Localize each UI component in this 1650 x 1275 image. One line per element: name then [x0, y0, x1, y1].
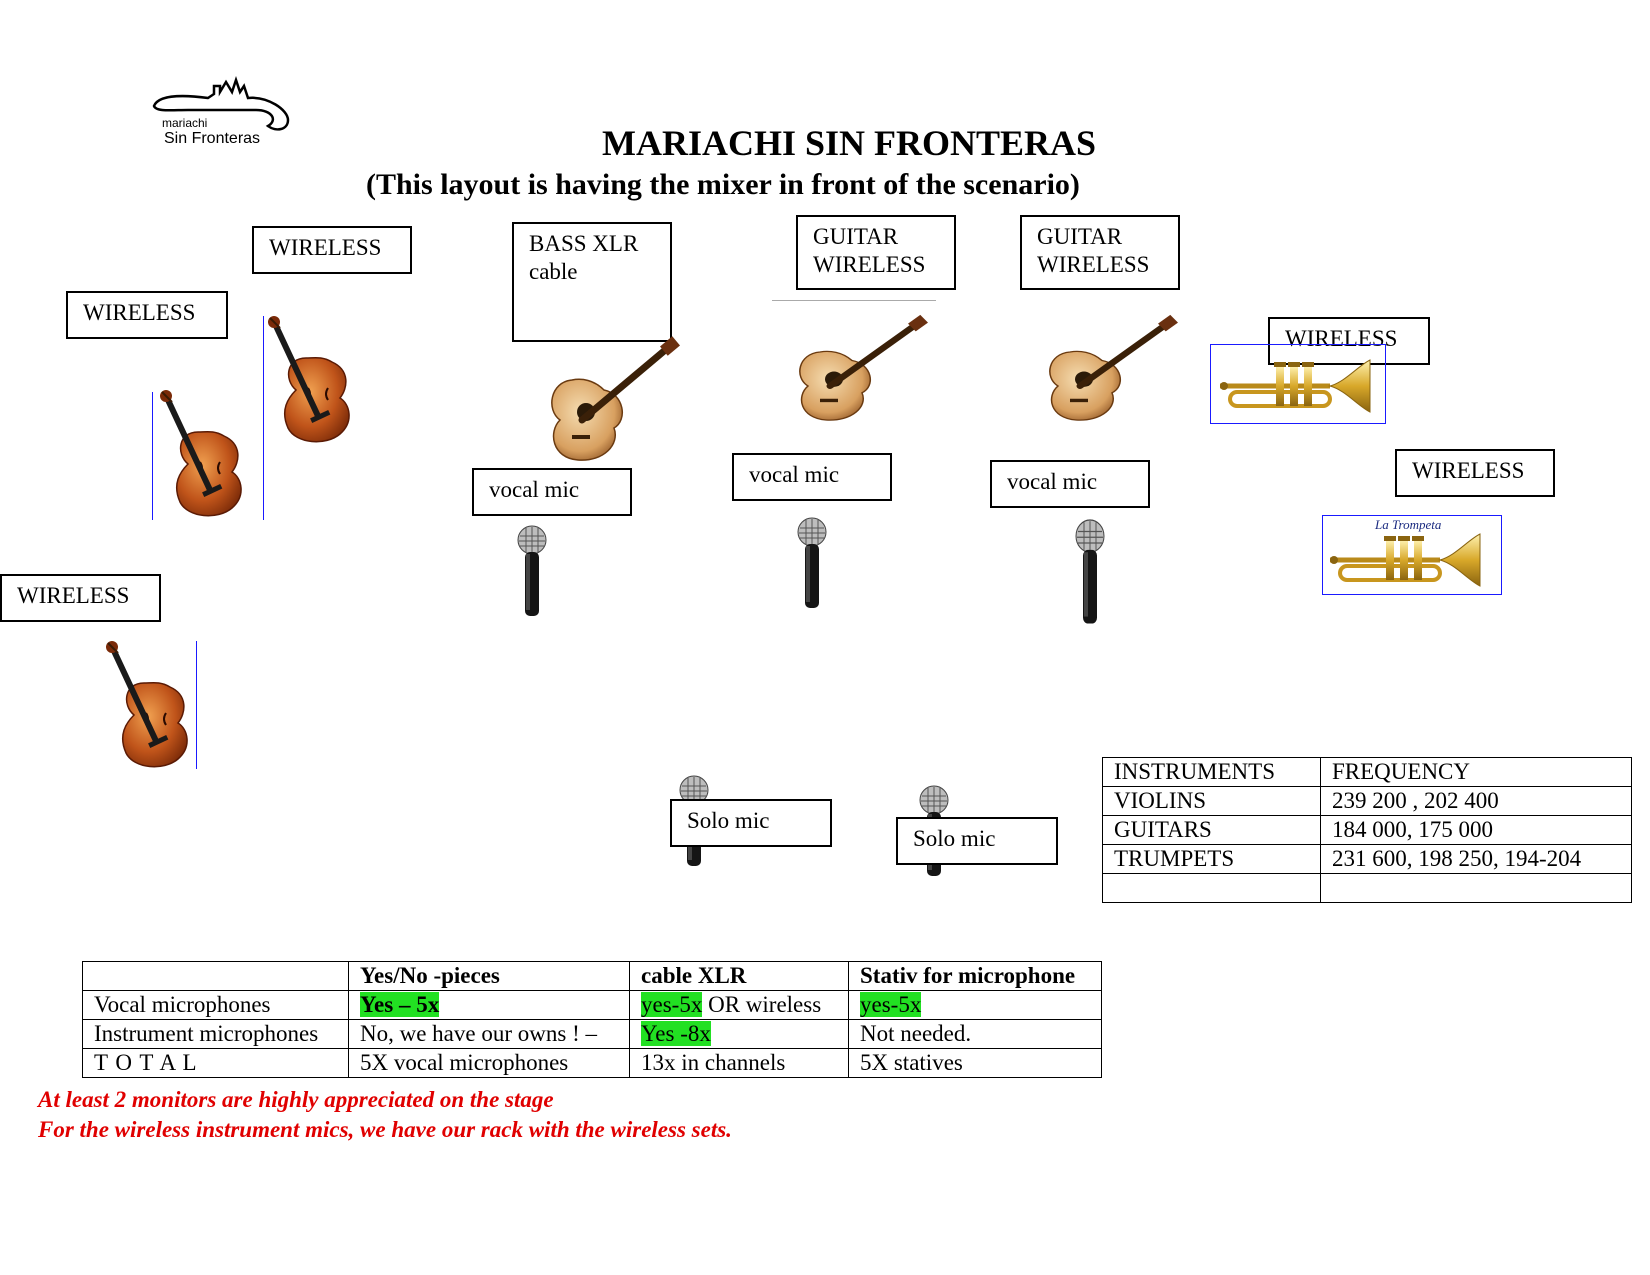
label-solo-mic-1: Solo mic	[670, 799, 832, 847]
trumpet-icon	[1330, 530, 1485, 590]
highlighted-value: yes-5x	[641, 992, 703, 1017]
table-row: TRUMPETS 231 600, 198 250, 194-204	[1102, 844, 1632, 874]
table-cell	[1102, 873, 1321, 903]
label-vocal-mic-2: vocal mic	[732, 453, 892, 501]
table-header-cell	[82, 961, 349, 991]
table-cell: Yes -8x	[629, 1019, 849, 1049]
table-cell	[1320, 873, 1632, 903]
trumpet-frame-1	[1210, 344, 1386, 424]
violin-frame-left	[152, 392, 264, 520]
table-cell: yes-5x OR wireless	[629, 990, 849, 1020]
note-monitors: At least 2 monitors are highly appreciat…	[38, 1087, 554, 1112]
cable-alt-text: OR wireless	[702, 992, 822, 1017]
logo-line2: Sin Fronteras	[164, 130, 261, 147]
microphone-icon	[797, 517, 827, 609]
label-bass-xlr: BASS XLR cable	[512, 222, 672, 342]
table-row: Vocal microphones Yes – 5x yes-5x OR wir…	[82, 990, 1102, 1020]
table-header-cell: cable XLR	[629, 961, 849, 991]
logo-line1: mariachi	[162, 116, 208, 130]
table-cell: TRUMPETS	[1102, 844, 1321, 874]
label-vocal-mic-3: vocal mic	[990, 460, 1150, 508]
violin-icon	[158, 392, 258, 520]
frequency-table: INSTRUMENTS FREQUENCY VIOLINS 239 200 , …	[1102, 757, 1632, 903]
table-cell: VIOLINS	[1102, 786, 1321, 816]
logo-castle-icon	[152, 76, 290, 131]
table-header-cell: Yes/No -pieces	[348, 961, 630, 991]
table-row	[1102, 873, 1632, 903]
trumpet-caption: La Trompeta	[1375, 517, 1442, 532]
violin-icon	[266, 318, 356, 443]
table-cell: Yes – 5x	[348, 990, 630, 1020]
microphone-icon	[1075, 519, 1105, 625]
guitar-icon	[1040, 318, 1180, 428]
microphone-icon	[517, 525, 547, 617]
highlighted-value: yes-5x	[860, 992, 922, 1017]
page-title: MARIACHI SIN FRONTERAS	[602, 123, 1097, 163]
page-subtitle: (This layout is having the mixer in fron…	[366, 168, 1080, 201]
trumpet-icon	[1220, 356, 1375, 416]
table-header-cell: Stativ for microphone	[848, 961, 1102, 991]
label-wireless-trumpet-2: WIRELESS	[1395, 449, 1555, 497]
logo: mariachi Sin Fronteras	[148, 76, 298, 154]
highlighted-value: Yes -8x	[641, 1021, 711, 1046]
table-cell: 239 200 , 202 400	[1320, 786, 1632, 816]
guitar-icon	[790, 318, 930, 428]
table-header-cell: INSTRUMENTS	[1102, 757, 1321, 787]
table-cell: 184 000, 175 000	[1320, 815, 1632, 845]
guitar-icon	[542, 340, 682, 465]
table-cell: Instrument microphones	[82, 1019, 349, 1049]
table-cell: yes-5x	[848, 990, 1102, 1020]
table-cell: 231 600, 198 250, 194-204	[1320, 844, 1632, 874]
table-row: GUITARS 184 000, 175 000	[1102, 815, 1632, 845]
table-header-cell: FREQUENCY	[1320, 757, 1632, 787]
table-cell: No, we have our owns ! –	[348, 1019, 630, 1049]
label-wireless-violin-left: WIRELESS	[66, 291, 228, 339]
table-row: VIOLINS 239 200 , 202 400	[1102, 786, 1632, 816]
label-guitar-wireless-2: GUITAR WIRELESS	[1020, 215, 1180, 290]
table-cell: 5X vocal microphones	[348, 1048, 630, 1078]
table-row: Yes/No -pieces cable XLR Stativ for micr…	[82, 961, 1102, 991]
label-vocal-mic-1: vocal mic	[472, 468, 632, 516]
trumpet-frame-2	[1322, 515, 1502, 595]
table-cell: Not needed.	[848, 1019, 1102, 1049]
table-cell: 5X statives	[848, 1048, 1102, 1078]
guitar-divider-line	[772, 300, 936, 301]
label-solo-mic-2: Solo mic	[896, 817, 1058, 865]
table-row: Instrument microphones No, we have our o…	[82, 1019, 1102, 1049]
violin-icon	[104, 643, 194, 768]
table-cell: GUITARS	[1102, 815, 1321, 845]
table-cell: 13x in channels	[629, 1048, 849, 1078]
label-guitar-wireless-1: GUITAR WIRELESS	[796, 215, 956, 290]
requirements-table: Yes/No -pieces cable XLR Stativ for micr…	[82, 961, 1102, 1078]
note-wireless-rack: For the wireless instrument mics, we hav…	[38, 1117, 732, 1142]
label-wireless-violin-bottom: WIRELESS	[0, 574, 161, 622]
table-cell: T O T A L	[82, 1048, 349, 1078]
table-row: INSTRUMENTS FREQUENCY	[1102, 757, 1632, 787]
table-cell: Vocal microphones	[82, 990, 349, 1020]
label-wireless-violin-top: WIRELESS	[252, 226, 412, 274]
label-wireless-trumpet-1: WIRELESS	[1268, 317, 1430, 365]
violin-frame-bottom	[104, 641, 197, 769]
violin-frame-top	[263, 316, 356, 441]
highlighted-value: Yes – 5x	[360, 992, 440, 1017]
table-row: T O T A L 5X vocal microphones 13x in ch…	[82, 1048, 1102, 1078]
